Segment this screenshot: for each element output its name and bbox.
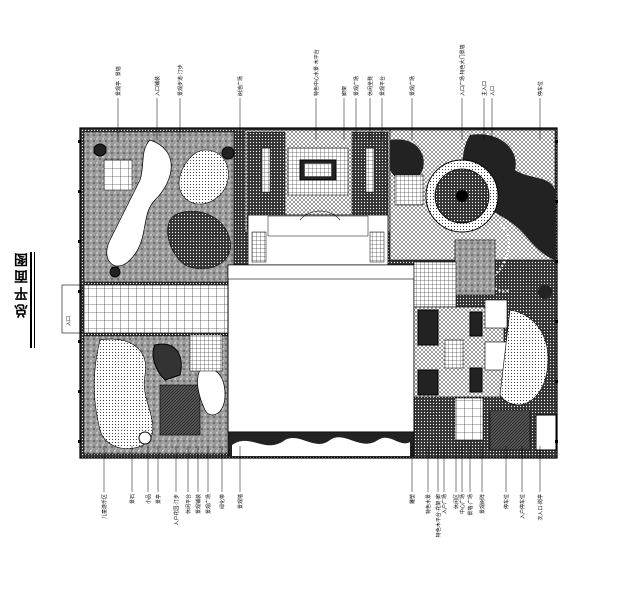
drawing-title: 总平面图 (14, 250, 30, 318)
top-callout-leaders (117, 98, 541, 140)
callout-label: 景观广场 (205, 494, 212, 514)
callout-label: 中心广场 (459, 494, 466, 514)
side-entrance-label: 入口 (66, 316, 72, 326)
callout-label: 景亭 (155, 494, 162, 504)
callout-label: 景观墙 (237, 494, 244, 509)
callout-label: 入户花园·汀步 (173, 494, 180, 526)
callout-label: 停车位 (503, 494, 510, 509)
left-lower-garden (83, 334, 230, 455)
right-courtyard (413, 261, 557, 451)
title-underline-bottom (34, 252, 35, 348)
callout-label: 特色中心水景·木平台 (313, 49, 320, 96)
callout-label: 入口 (490, 86, 496, 96)
callout-label: 廊架 (341, 86, 348, 96)
callout-label: 景观树阵 (479, 494, 486, 514)
side-entry-marker (61, 284, 83, 334)
callout-label: 主入口 (481, 81, 488, 96)
callout-label: 特色木平台·花架·廊 (435, 494, 442, 537)
callout-label: 景观广场 (353, 76, 360, 96)
callout-label: 小品 (145, 494, 152, 504)
bottom-callout-labels: 儿童游乐区景石小品景亭入户花园·汀步休闲平台景观铺装景观广场绿化带景观墙雕塑特色… (101, 494, 544, 537)
grid-paving-strip (83, 284, 230, 334)
callout-label: 景观广场 (409, 76, 416, 96)
left-garden (83, 131, 235, 283)
right-top-garden (389, 129, 556, 299)
central-pavilion-court (244, 129, 391, 266)
boundary-posts (78, 140, 558, 443)
callout-label: 休闲坐凳 (367, 76, 374, 96)
callout-label: 停车位 (537, 81, 544, 96)
callout-label: 入口广场·特色大门景墙 (459, 44, 466, 96)
callout-label: 绿化带 (219, 494, 226, 509)
top-callout-labels: 景观亭 · 景墙入口铺装景观步道·汀步树池广场特色中心水景·木平台廊架景观广场休… (115, 44, 544, 96)
callout-label: 休闲区 (453, 494, 460, 509)
building-footprint (227, 264, 415, 433)
callout-label: 景观平台 (379, 76, 386, 96)
callout-label: 景石 (129, 494, 136, 504)
callout-label: 树池广场 (237, 76, 244, 96)
callout-label: 入户广场 (441, 494, 448, 514)
callout-label: 入户停车位 (519, 494, 526, 519)
callout-label: 景墙·广场 (467, 494, 474, 516)
callout-label: 景观铺装 (195, 494, 202, 514)
callout-label: 次入口·岗亭 (537, 494, 544, 521)
callout-label: 儿童游乐区 (101, 494, 108, 519)
bottom-wave-strip (227, 431, 415, 457)
bottom-callout-leaders (103, 446, 541, 492)
callout-label: 景观步道·汀步 (177, 64, 184, 96)
callout-label: 特色水景 (425, 494, 432, 514)
callout-label: 休闲平台 (185, 494, 192, 514)
callout-label: 景观亭 · 景墙 (115, 66, 122, 96)
callout-label: 雕塑 (409, 494, 416, 504)
title-underline-top (30, 252, 32, 348)
callout-label: 入口铺装 (154, 76, 161, 96)
